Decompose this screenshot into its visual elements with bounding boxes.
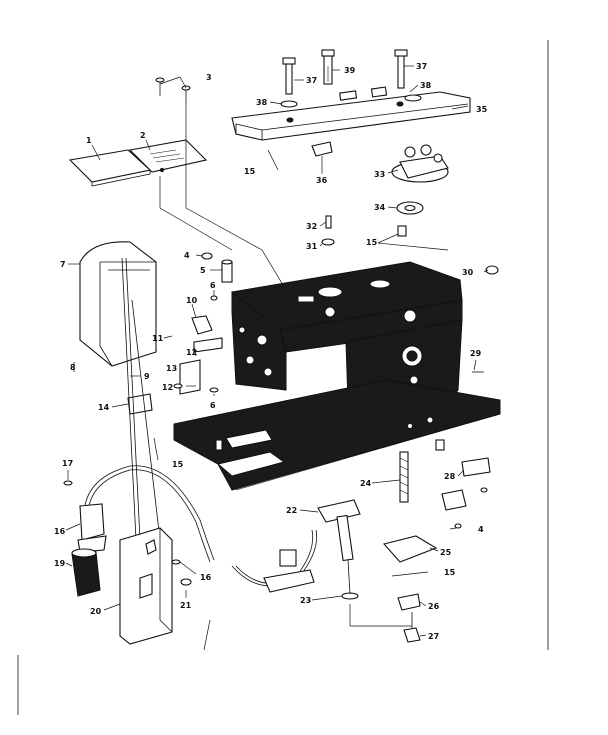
callout-30: 30: [462, 268, 474, 277]
callout-32: 32: [306, 222, 317, 231]
callout-25: 25: [440, 548, 452, 557]
callout-39: 39: [344, 66, 356, 75]
callout-22: 22: [286, 506, 297, 515]
callout-1: 1: [86, 136, 92, 145]
callout-8: 8: [70, 363, 76, 372]
callout-7: 7: [60, 260, 66, 269]
callout-35: 35: [476, 105, 488, 114]
callout-4: 4: [184, 251, 190, 260]
callout-12b: 12: [162, 383, 173, 392]
spool-pin-part: [321, 215, 499, 373]
callout-38a: 38: [256, 98, 268, 107]
callout-16b: 16: [200, 573, 212, 582]
callout-24: 24: [360, 479, 372, 488]
callout-3: 3: [206, 73, 212, 82]
machine-head-part: [173, 261, 501, 491]
callout-11: 11: [152, 334, 164, 343]
callout-21: 21: [180, 601, 192, 610]
presser-foot-part: [231, 529, 318, 593]
callout-33: 33: [374, 170, 385, 179]
light-assembly-part: [63, 465, 215, 597]
callout-15d: 15: [444, 568, 456, 577]
callout-34: 34: [374, 203, 386, 212]
callout-4b: 4: [478, 525, 484, 534]
thread-guide-parts: [127, 252, 233, 415]
bobbin-winder-part: [391, 144, 449, 237]
callout-31: 31: [306, 242, 318, 251]
callout-10: 10: [186, 296, 198, 305]
callout-36: 36: [316, 176, 328, 185]
callout-13: 13: [166, 364, 177, 373]
rear-cover-part: [79, 241, 157, 367]
callout-15c: 15: [172, 460, 184, 469]
callout-labels: 1 2 3 4 4 5 6 6 7 8 9 10 11 12 12 13 14 …: [54, 62, 488, 641]
plate-screws-part: [155, 77, 191, 104]
callout-12: 12: [186, 348, 197, 357]
callout-29: 29: [470, 349, 482, 358]
callout-5: 5: [200, 266, 206, 275]
callout-28: 28: [444, 472, 456, 481]
callout-20: 20: [90, 607, 102, 616]
callout-16a: 16: [54, 527, 66, 536]
callout-2: 2: [140, 131, 146, 140]
top-screws-part: [280, 49, 422, 108]
callout-6: 6: [210, 281, 216, 290]
lift-spring-part: [382, 451, 491, 643]
callout-38b: 38: [420, 81, 432, 90]
callout-37a: 37: [306, 76, 317, 85]
callout-15a: 15: [244, 167, 256, 176]
callout-14: 14: [98, 403, 110, 412]
callout-23: 23: [300, 596, 311, 605]
callout-19: 19: [54, 559, 66, 568]
callout-37b: 37: [416, 62, 427, 71]
leader-lines: [65, 65, 489, 651]
callout-15b: 15: [366, 238, 378, 247]
callout-17: 17: [62, 459, 73, 468]
callout-9: 9: [144, 372, 150, 381]
top-cover-part: [231, 86, 471, 157]
knee-lifter-part: [317, 499, 361, 600]
bobbin-cover-part: [119, 527, 192, 645]
callout-6b: 6: [210, 401, 216, 410]
callout-26: 26: [428, 602, 440, 611]
callout-27: 27: [428, 632, 439, 641]
